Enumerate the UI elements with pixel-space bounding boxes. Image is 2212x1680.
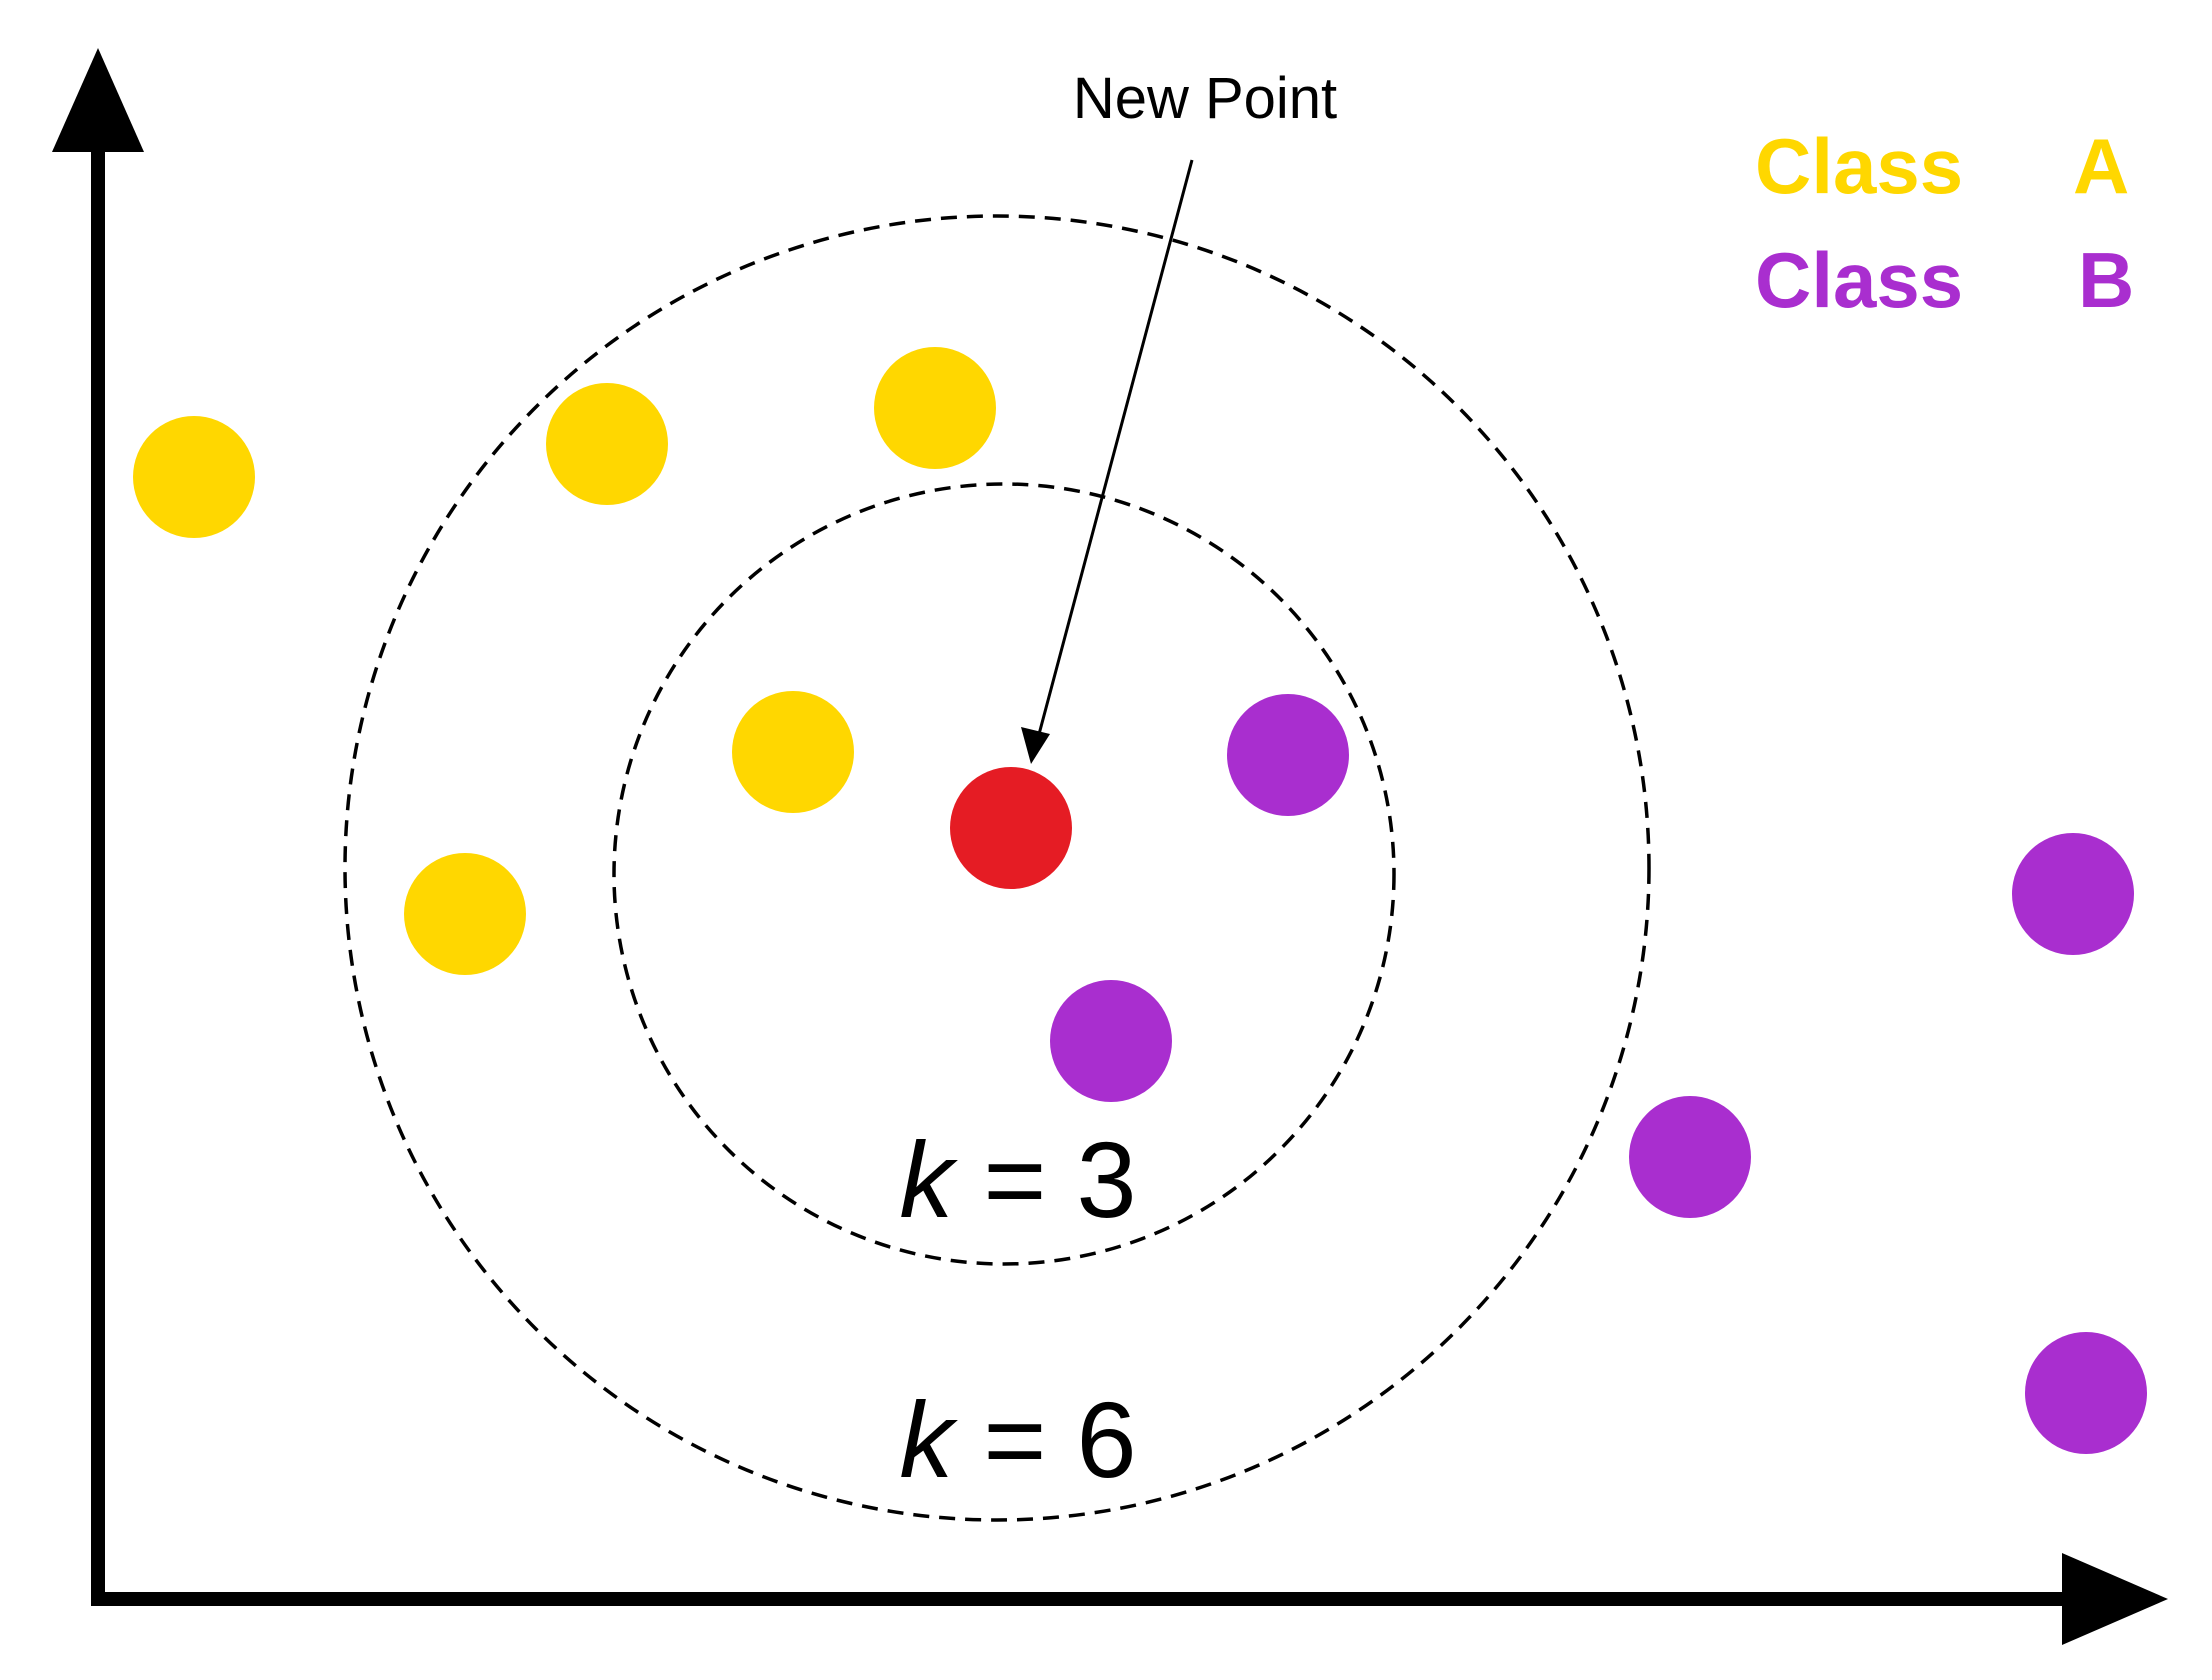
k3-label-var: k (899, 1119, 958, 1240)
k3-boundary-circle (612, 482, 1396, 1266)
k6-label-eq: = 6 (953, 1379, 1136, 1500)
k6-label: k = 6 (899, 1379, 1136, 1500)
new-point-label: New Point (1073, 66, 1337, 131)
arrow-shaft (1036, 159, 1194, 739)
arrowhead (1021, 727, 1050, 764)
legend-class-b-label: Class (1755, 236, 1963, 324)
y-axis-arrowhead (52, 48, 144, 152)
class-b-point (1227, 694, 1349, 816)
class-b-point (2025, 1332, 2147, 1454)
legend: Class A Class B (1755, 122, 2134, 324)
k3-label: k = 3 (899, 1119, 1136, 1240)
k3-label-eq: = 3 (953, 1119, 1136, 1240)
k6-label-var: k (899, 1379, 958, 1500)
class-a-point (732, 691, 854, 813)
new-point-arrow (1021, 159, 1194, 764)
legend-class-a-label: Class (1755, 122, 1963, 210)
axes (52, 48, 2168, 1645)
class-a-point (546, 383, 668, 505)
legend-class-a: Class A (1755, 122, 2129, 210)
k6-boundary-circle (343, 214, 1651, 1522)
class-b-point (1050, 980, 1172, 1102)
data-points (133, 347, 2147, 1454)
class-a-point (874, 347, 996, 469)
class-a-point (404, 853, 526, 975)
class-a-point (133, 416, 255, 538)
class-b-point (1629, 1096, 1751, 1218)
class-b-point (2012, 833, 2134, 955)
legend-class-b-letter: B (2078, 236, 2134, 324)
legend-class-a-letter: A (2073, 122, 2129, 210)
new-point (950, 767, 1072, 889)
legend-class-b: Class B (1755, 236, 2134, 324)
x-axis-arrowhead (2062, 1553, 2168, 1645)
